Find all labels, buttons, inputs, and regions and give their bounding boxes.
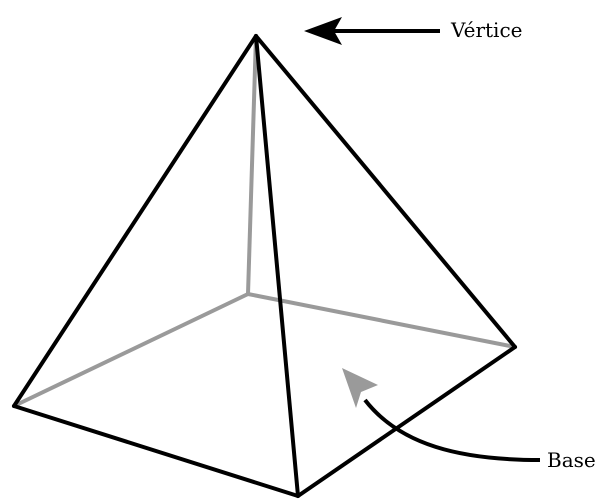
edge-left-to-front <box>12 404 300 498</box>
edge-apex-to-right <box>254 34 517 349</box>
base-arrow-curve <box>363 398 541 462</box>
hidden-edge-back-corner-to-right <box>246 292 517 349</box>
hidden-edge-left-to-back-corner <box>12 292 250 408</box>
base-label: Base <box>547 448 596 472</box>
apex-arrow <box>304 17 440 45</box>
edge-apex-to-left <box>12 34 258 408</box>
apex-arrow-head <box>304 17 342 45</box>
hidden-edge-apex-to-back-corner <box>246 34 258 296</box>
hidden-edges <box>12 34 517 408</box>
base-arrow <box>342 368 541 462</box>
edge-apex-to-front <box>254 34 300 498</box>
visible-edges <box>12 34 517 498</box>
edge-front-to-right <box>296 345 517 498</box>
base-arrow-head <box>342 368 378 408</box>
apex-label: Vértice <box>450 18 522 42</box>
